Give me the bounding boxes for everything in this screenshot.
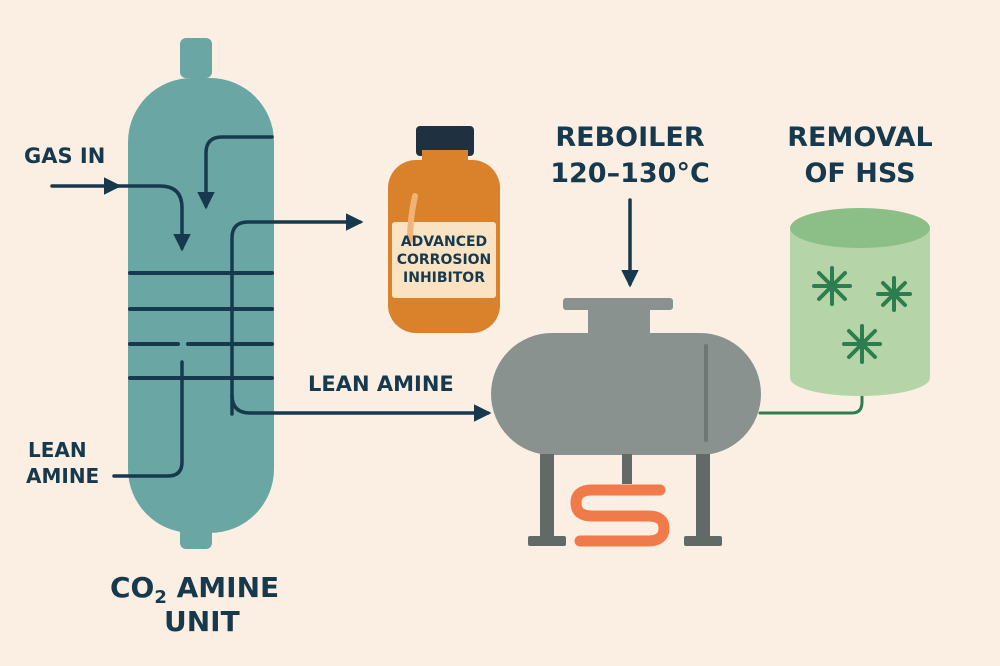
reboiler-label-line2: 120–130°C [550, 158, 710, 189]
lean-amine-to-reboiler [230, 393, 492, 422]
lean-amine-left-label-line2: AMINE [26, 464, 100, 488]
unit-title-co: CO [110, 571, 155, 604]
lean-amine-mid-label: LEAN AMINE [308, 372, 454, 396]
lean-amine-left-label-line1: LEAN [28, 438, 87, 462]
unit-title-line2: UNIT [164, 605, 240, 638]
unit-title: CO2 AMINE [110, 571, 280, 607]
unit-title-subscript: 2 [154, 587, 167, 608]
reboiler-vessel-icon [491, 298, 761, 546]
lean-amine-out-line [112, 360, 184, 478]
inhibitor-label-line3: INHIBITOR [403, 270, 485, 286]
removal-label-line1: REMOVAL [787, 122, 933, 153]
gas-in-label: GAS IN [24, 144, 106, 168]
unit-title-rest: AMINE [166, 571, 280, 604]
column-trays [128, 271, 274, 380]
asterisk-icon [812, 266, 912, 364]
removal-label-line2: OF HSS [804, 158, 916, 189]
inhibitor-label-line1: ADVANCED [400, 234, 488, 250]
absorber-column-icon [128, 38, 274, 549]
inhibitor-label: ADVANCED CORROSION INHIBITOR [392, 233, 496, 287]
top-return-line [197, 135, 274, 210]
filter-tank-icon [790, 208, 930, 396]
loop-to-inhibitor [230, 213, 364, 416]
process-lines [50, 135, 639, 478]
green-connector-line [758, 374, 864, 415]
reboiler-label-line1: REBOILER [555, 122, 705, 153]
inhibitor-label-line2: CORROSION [396, 252, 492, 268]
bottle-icon [388, 126, 500, 333]
gas-in-line [116, 184, 191, 252]
heating-coil-icon [570, 484, 670, 547]
